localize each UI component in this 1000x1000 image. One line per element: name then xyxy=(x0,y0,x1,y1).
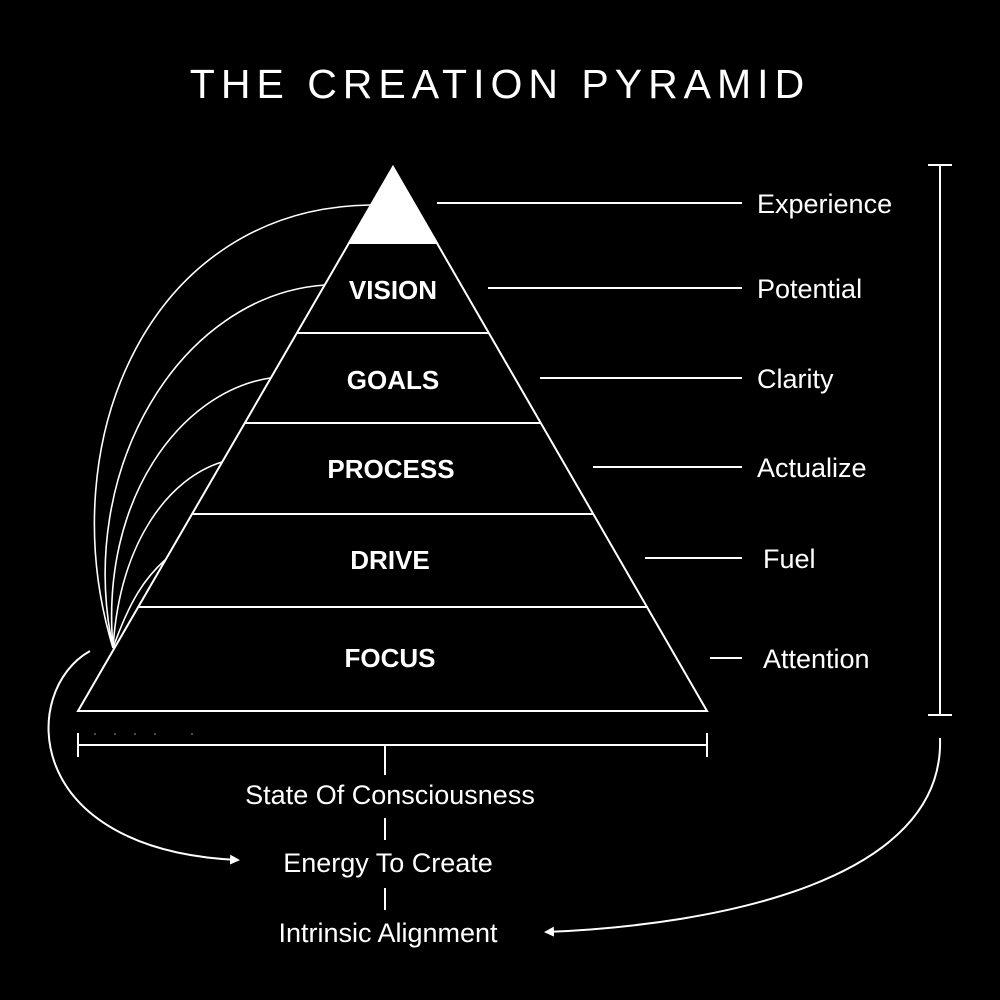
outcome-experience: Experience xyxy=(757,189,892,219)
pyramid-outline xyxy=(76,165,709,712)
arrow-to-alignment xyxy=(544,737,942,937)
outcome-clarity: Clarity xyxy=(757,364,834,394)
tier-focus: FOCUS xyxy=(345,643,436,673)
state-of-consciousness: State Of Consciousness xyxy=(245,780,535,810)
energy-to-create: Energy To Create xyxy=(283,848,493,878)
faint-dots xyxy=(94,733,193,735)
tier-process: PROCESS xyxy=(327,454,454,484)
bottom-bracket xyxy=(77,733,708,910)
arrow-to-energy xyxy=(47,650,240,865)
outcome-actualize: Actualize xyxy=(757,453,867,483)
tier-vision: VISION xyxy=(349,275,437,305)
outcome-attention: Attention xyxy=(763,644,870,674)
outcome-potential: Potential xyxy=(757,274,862,304)
intrinsic-alignment: Intrinsic Alignment xyxy=(278,918,498,948)
connection-arcs xyxy=(93,204,371,649)
outcome-fuel: Fuel xyxy=(763,544,816,574)
diagram-title: THE CREATION PYRAMID xyxy=(190,61,810,107)
tier-goals: GOALS xyxy=(347,365,439,395)
pyramid-apex xyxy=(347,165,439,244)
tier-drive: DRIVE xyxy=(350,545,429,575)
right-bracket xyxy=(928,164,952,716)
